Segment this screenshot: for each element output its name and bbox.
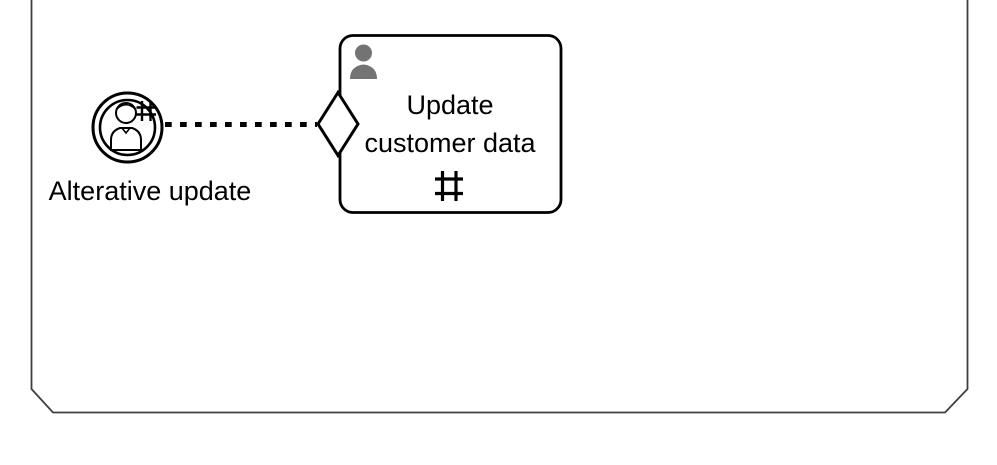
user-icon-head [115, 102, 137, 124]
hash-marker-icon [435, 171, 463, 201]
user-icon-collar [121, 127, 131, 135]
user-icon-head [355, 44, 372, 62]
task-update-customer-data[interactable] [338, 34, 563, 214]
event-label[interactable]: Alterative update [48, 176, 252, 206]
event-inner-circle [98, 98, 157, 157]
task-label-line-2: customer data [364, 128, 536, 158]
user-icon [350, 44, 377, 79]
task-label[interactable]: Update customer data [350, 86, 550, 162]
event-alterative-update[interactable] [91, 91, 164, 164]
task-label-line-1: Update [406, 90, 494, 120]
user-icon-hair [116, 103, 136, 111]
boundary-diamond[interactable] [316, 89, 360, 159]
user-icon-torso [110, 127, 142, 151]
process-container-outline[interactable] [30, 0, 969, 414]
hash-icon [136, 101, 156, 121]
user-icon [110, 102, 142, 151]
user-icon-shoulders [350, 64, 377, 79]
